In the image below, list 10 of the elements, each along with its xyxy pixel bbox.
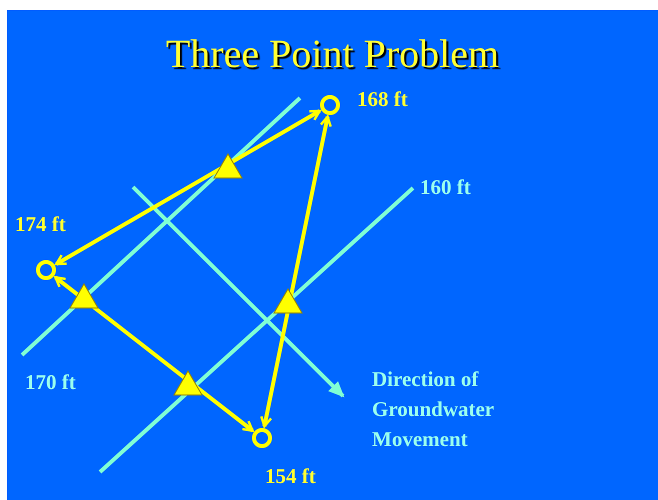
well-circle (252, 428, 272, 448)
contour-label: 170 ft (25, 370, 76, 395)
well-elevation-label: 168 ft (357, 87, 408, 112)
well-elevation-label: 174 ft (15, 212, 66, 237)
well-circle (36, 260, 56, 280)
well-elevation-label: 154 ft (265, 464, 316, 489)
direction-label: Direction of Groundwater Movement (372, 366, 495, 453)
contour-label: 160 ft (420, 175, 471, 200)
slide-title: Three Point Problem (166, 31, 500, 76)
well-circle (320, 95, 340, 115)
